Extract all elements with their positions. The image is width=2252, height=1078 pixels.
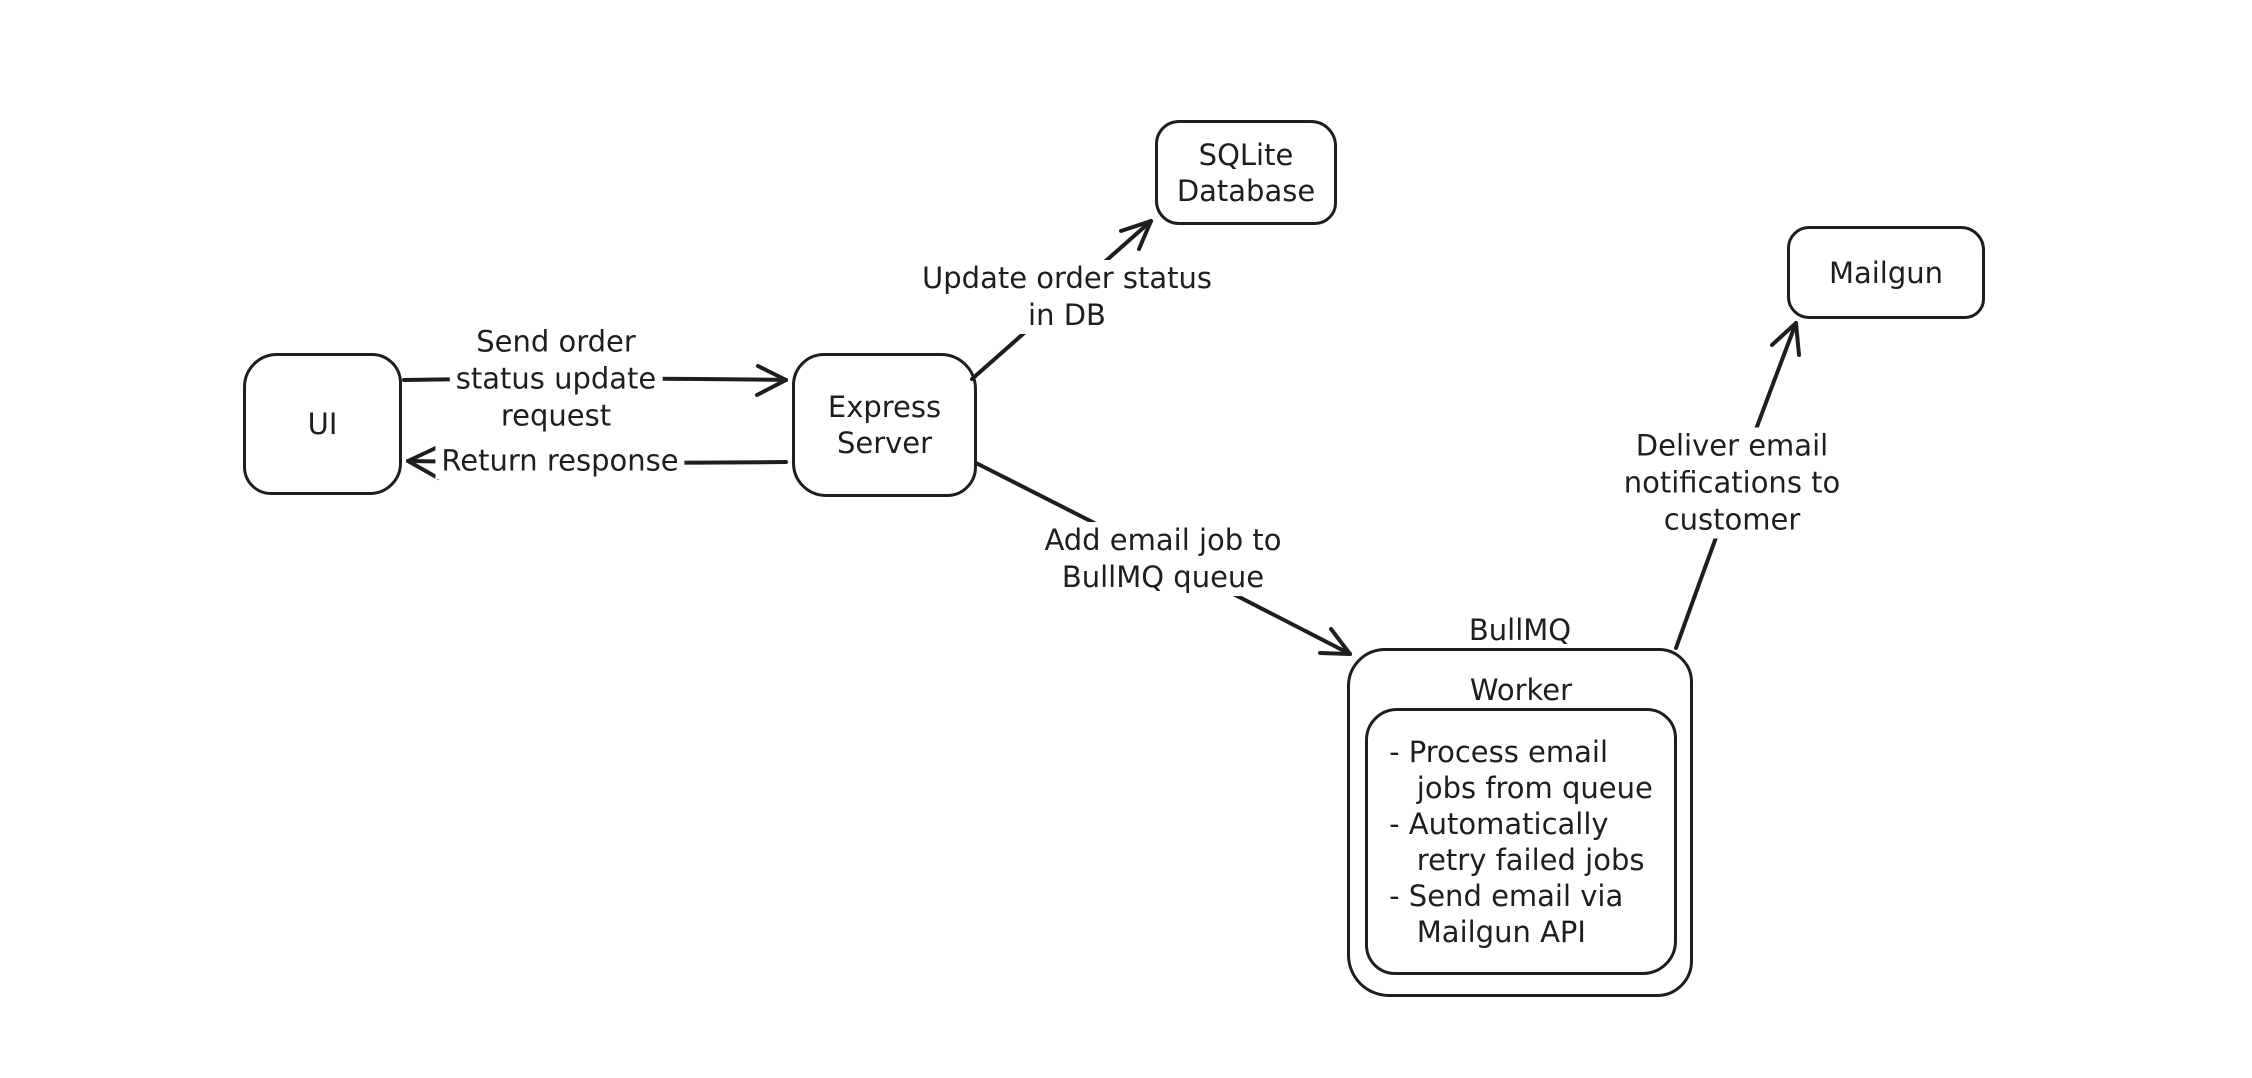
- edge-label-send-order: Send order status update request: [449, 323, 663, 435]
- node-ui-label: UI: [307, 407, 338, 441]
- edge-label-deliver-email: Deliver email notifications to customer: [1617, 427, 1847, 539]
- node-bullmq: [1347, 648, 1693, 997]
- node-express-server-label: Express Server: [827, 390, 942, 460]
- edge-label-update-order: Update order status in DB: [916, 260, 1218, 334]
- node-bullmq-label: BullMQ: [1468, 613, 1572, 647]
- edge-label-add-email-job: Add email job to BullMQ queue: [1038, 522, 1288, 596]
- node-ui: UI: [243, 353, 402, 495]
- node-mailgun: Mailgun: [1787, 226, 1985, 319]
- node-worker-tasks: - Process email jobs from queue - Automa…: [1389, 734, 1653, 949]
- node-express-server: Express Server: [792, 353, 977, 497]
- edge-label-return-response: Return response: [435, 442, 685, 480]
- node-worker: - Process email jobs from queue - Automa…: [1365, 708, 1677, 975]
- node-mailgun-label: Mailgun: [1828, 255, 1944, 290]
- node-worker-label: Worker: [1469, 673, 1573, 707]
- node-sqlite-database-label: SQLite Database: [1176, 137, 1316, 208]
- node-sqlite-database: SQLite Database: [1155, 120, 1337, 225]
